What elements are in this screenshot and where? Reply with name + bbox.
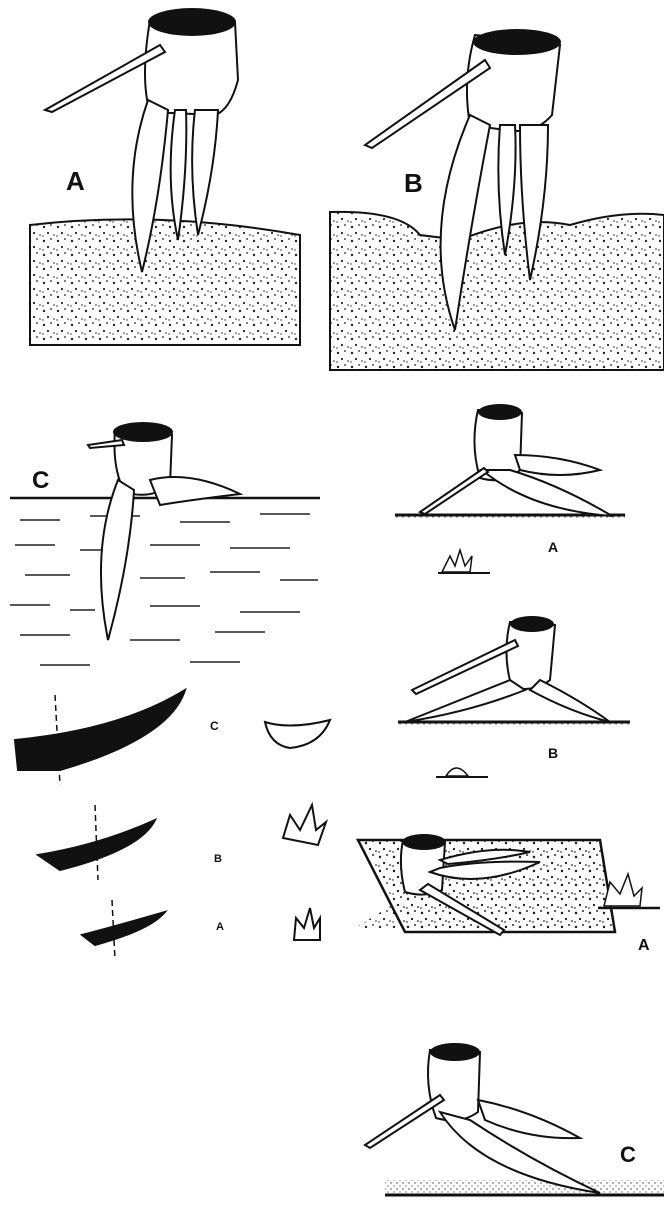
small-tooth-a: A [82,900,320,960]
small-a-label: A [216,921,224,933]
small-tooth-b: B [38,805,326,880]
small-c-label: C [210,719,219,733]
panel-a-label: A [66,166,85,196]
panel-a-soil-tooth: A [30,8,300,345]
panel-c-water-tooth: C [10,422,320,665]
right-c-tooth-on-ground: C [365,1043,664,1195]
right-a2-label: A [638,937,650,954]
right-c-label: C [620,1142,636,1167]
right-a-tooth-on-plate: A [355,834,660,954]
right-a-tooth-on-ground: A [395,404,625,573]
small-tooth-c: C [15,690,330,785]
right-b-tooth-on-ground: B [398,616,630,777]
right-b-label: B [548,745,558,761]
right-a-label: A [548,539,558,555]
small-b-label: B [214,853,222,865]
panel-b-soil-tooth: B [330,29,664,370]
panel-b-label: B [404,168,423,198]
panel-c-label: C [32,467,49,494]
